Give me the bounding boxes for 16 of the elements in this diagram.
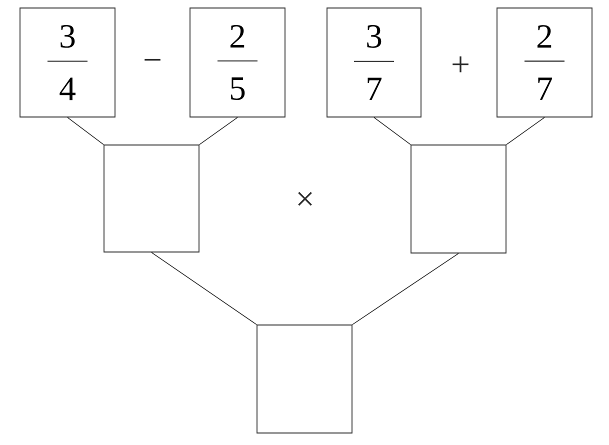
answer-box xyxy=(256,324,352,434)
connector-line xyxy=(151,252,257,325)
connector-line xyxy=(67,117,104,145)
fraction-box: 2 7 xyxy=(496,8,592,118)
operator-sign: + xyxy=(452,56,468,72)
fraction-box: 2 5 xyxy=(190,8,286,118)
answer-box xyxy=(104,144,200,252)
connector-line xyxy=(506,117,545,145)
fraction-box: 3 7 xyxy=(326,8,422,118)
connector-line xyxy=(352,253,459,325)
fraction-box: 3 4 xyxy=(20,8,116,118)
connector-line xyxy=(374,117,411,145)
answer-box xyxy=(410,144,506,254)
operator-sign: × xyxy=(298,192,312,206)
connector-line xyxy=(199,117,238,145)
operator-sign: − xyxy=(144,58,160,61)
